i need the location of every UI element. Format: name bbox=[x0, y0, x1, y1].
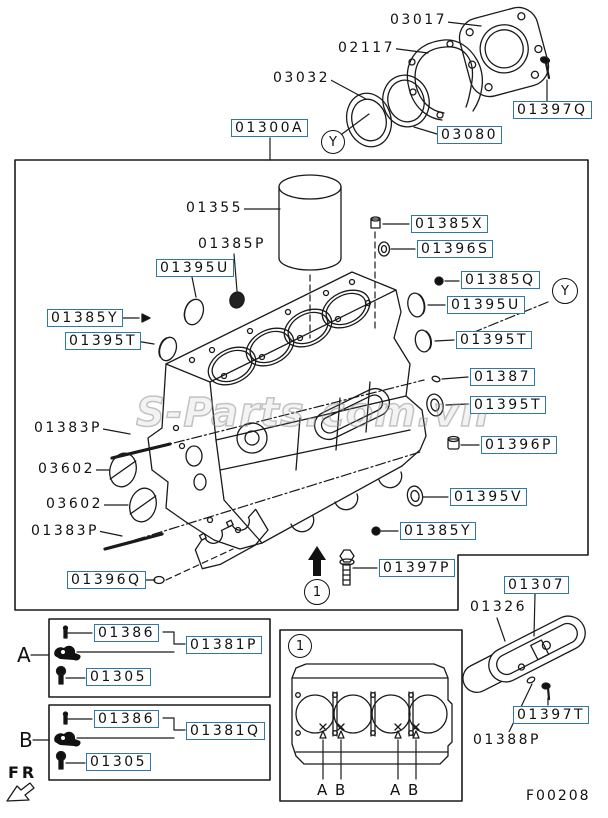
right-parts bbox=[370, 216, 460, 536]
bearing-cap-piece bbox=[194, 508, 269, 570]
position-letter-a2: A bbox=[390, 781, 401, 799]
view-marker-y-2: Y bbox=[552, 278, 578, 304]
part-label-01397t[interactable]: 01397T bbox=[513, 706, 590, 724]
callout-letter-a: A bbox=[17, 643, 31, 667]
part-label-01355: 01355 bbox=[185, 200, 245, 216]
engine-block bbox=[147, 271, 427, 550]
part-label-01385y-1[interactable]: 01385Y bbox=[47, 309, 124, 327]
position-letter-b2: B bbox=[408, 781, 419, 799]
part-label-01381p[interactable]: 01381P bbox=[186, 636, 262, 654]
part-label-03080[interactable]: 03080 bbox=[437, 126, 503, 144]
part-label-01305-b[interactable]: 01305 bbox=[86, 753, 152, 771]
part-label-01300a[interactable]: 01300A bbox=[231, 119, 309, 137]
part-label-01326: 01326 bbox=[469, 599, 529, 615]
part-label-01396q[interactable]: 01396Q bbox=[67, 571, 146, 589]
part-label-01305-a[interactable]: 01305 bbox=[86, 668, 152, 686]
rear-plate-assembly bbox=[345, 6, 551, 148]
part-label-01387[interactable]: 01387 bbox=[470, 368, 536, 386]
figure-code: F00208 bbox=[526, 788, 591, 804]
baffle-assembly bbox=[462, 615, 586, 701]
position-letter-b1: B bbox=[335, 781, 346, 799]
view-marker-y-1: Y bbox=[321, 130, 345, 154]
bolt-01397q bbox=[544, 61, 551, 80]
part-label-01397p[interactable]: 01397P bbox=[379, 559, 455, 577]
part-label-01383p-1: 01383P bbox=[33, 420, 103, 436]
front-marker-label: FR bbox=[8, 763, 38, 782]
cylinder-sleeve bbox=[278, 174, 342, 271]
part-label-01388p: 01388P bbox=[472, 732, 542, 748]
part-label-03602-1: 03602 bbox=[37, 461, 97, 477]
part-label-01395t-1[interactable]: 01395T bbox=[65, 332, 142, 350]
callout-letter-b: B bbox=[19, 728, 33, 752]
part-label-01307[interactable]: 01307 bbox=[504, 576, 570, 594]
watermark: S-Parts.com.vn bbox=[135, 389, 490, 437]
part-label-03017: 03017 bbox=[389, 12, 449, 28]
part-label-01385q[interactable]: 01385Q bbox=[461, 271, 540, 289]
part-label-02117: 02117 bbox=[337, 40, 397, 56]
main-frame bbox=[14, 159, 589, 802]
position-arrows bbox=[319, 723, 420, 739]
part-label-01396p[interactable]: 01396P bbox=[481, 436, 557, 454]
part-label-01395v[interactable]: 01395V bbox=[450, 488, 528, 506]
view-marker-1-box: 1 bbox=[288, 634, 312, 658]
install-arrow-and-bolt bbox=[308, 546, 355, 586]
part-label-01385y-2[interactable]: 01385Y bbox=[400, 522, 477, 540]
part-label-01385p: 01385P bbox=[197, 236, 267, 252]
front-direction-arrow bbox=[6, 782, 35, 802]
view-marker-1-main: 1 bbox=[304, 579, 330, 605]
part-label-03602-2: 03602 bbox=[45, 496, 105, 512]
part-label-01383p-2: 01383P bbox=[30, 523, 100, 539]
part-label-01396s[interactable]: 01396S bbox=[417, 240, 494, 258]
hardware-icons bbox=[54, 625, 81, 770]
part-label-01386-b[interactable]: 01386 bbox=[94, 710, 160, 728]
part-label-01385x[interactable]: 01385X bbox=[411, 215, 489, 233]
part-label-01386-a[interactable]: 01386 bbox=[94, 624, 160, 642]
part-label-01395u-2[interactable]: 01395U bbox=[447, 296, 525, 314]
part-label-01397q[interactable]: 01397Q bbox=[513, 101, 592, 119]
part-label-01395t-2[interactable]: 01395T bbox=[456, 331, 533, 349]
part-label-01381q[interactable]: 01381Q bbox=[186, 722, 265, 740]
leader-lines bbox=[30, 21, 549, 780]
part-label-01395t-3[interactable]: 01395T bbox=[470, 396, 547, 414]
part-label-01395u-1[interactable]: 01395U bbox=[156, 259, 234, 277]
position-letter-a1: A bbox=[317, 781, 328, 799]
bottom-view-drawing bbox=[291, 663, 453, 765]
part-label-03032: 03032 bbox=[272, 70, 332, 86]
